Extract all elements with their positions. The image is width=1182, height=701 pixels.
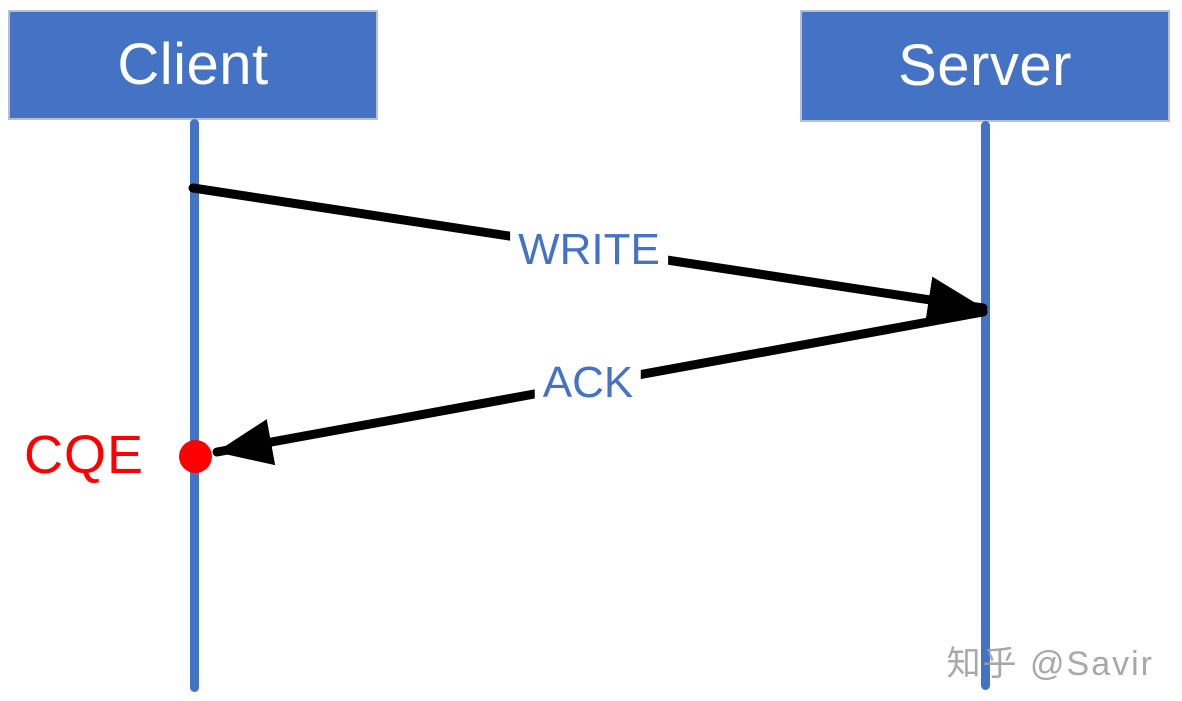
actor-box-server: Server: [800, 10, 1170, 122]
cqe-event-dot: [179, 440, 212, 473]
ack-message-label: ACK: [534, 359, 642, 407]
cqe-event-label: CQE: [24, 425, 145, 485]
actor-label-client: Client: [117, 32, 269, 97]
actor-label-server: Server: [898, 33, 1072, 98]
client-lifeline: [190, 119, 199, 692]
actor-box-client: Client: [8, 10, 378, 120]
write-message-label: WRITE: [510, 226, 668, 274]
server-lifeline: [981, 121, 990, 690]
watermark-text: 知乎 @Savir: [946, 645, 1154, 683]
